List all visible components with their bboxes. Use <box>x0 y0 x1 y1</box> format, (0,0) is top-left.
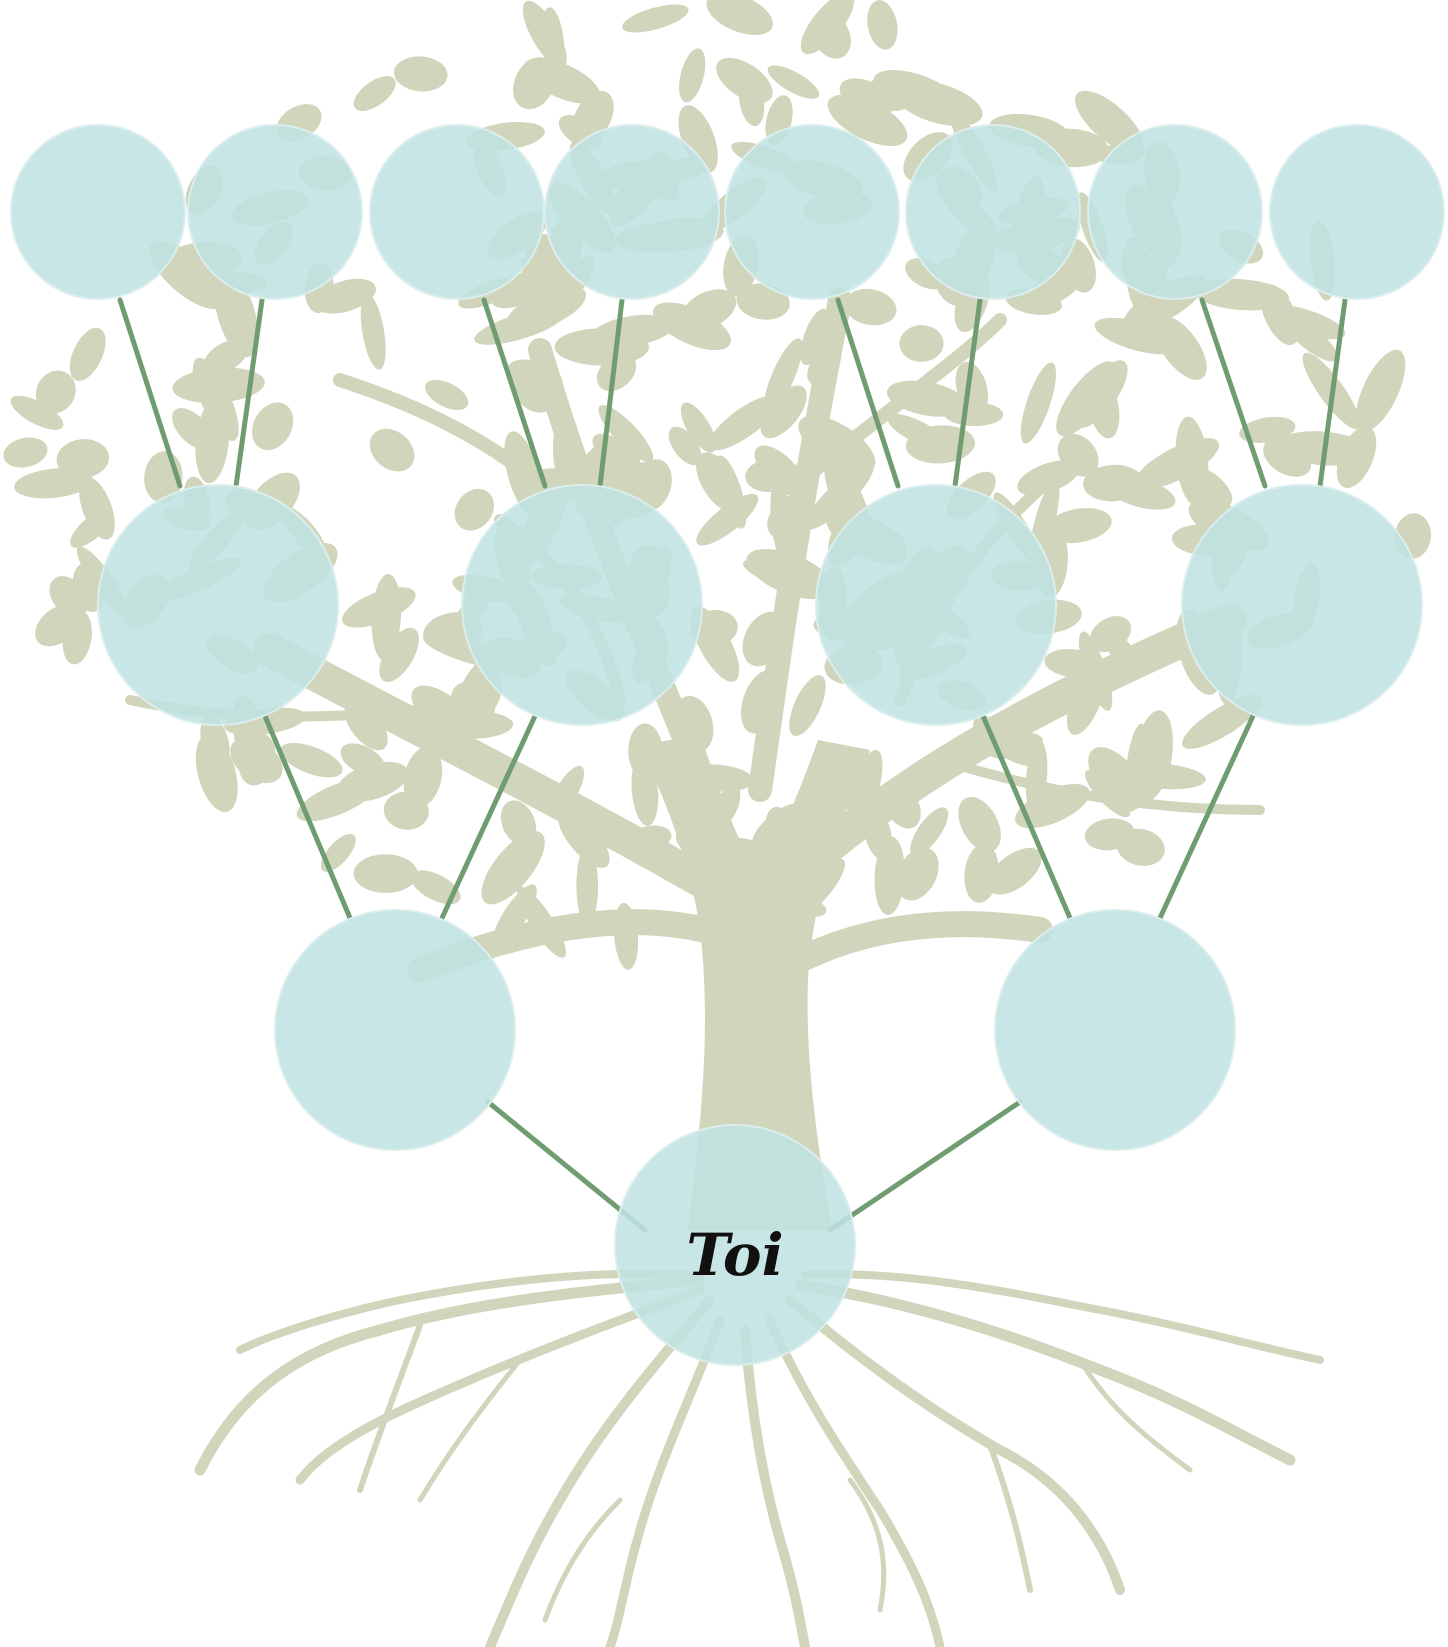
grandparent-circle[interactable] <box>1182 485 1422 725</box>
leaf-shape <box>353 854 417 893</box>
great-grandparent-circle[interactable] <box>188 125 362 299</box>
great-grandparent-circle[interactable] <box>906 125 1080 299</box>
grandparent-circle[interactable] <box>98 485 338 725</box>
grandparent-circle[interactable] <box>462 485 702 725</box>
parent-circle[interactable] <box>995 910 1235 1150</box>
leaf-shape <box>899 325 944 362</box>
branch-right-low <box>800 924 1040 960</box>
leaf-shape <box>700 0 779 44</box>
center-label: Toi <box>686 1221 783 1289</box>
leaf-shape <box>619 0 691 38</box>
leaf-shape <box>361 420 423 480</box>
root-line <box>1080 1360 1190 1470</box>
leaf-shape <box>0 433 50 471</box>
leaf-shape <box>244 395 302 457</box>
great-grandparent-circle[interactable] <box>1088 125 1262 299</box>
leaf-shape <box>674 46 710 105</box>
root-line <box>610 1320 720 1647</box>
root-line <box>200 1280 700 1470</box>
root-line <box>850 1480 884 1610</box>
root-line <box>805 1274 1320 1360</box>
great-grandparent-circle[interactable] <box>370 125 544 299</box>
great-grandparent-circle[interactable] <box>725 125 899 299</box>
leaf-shape <box>348 69 402 117</box>
great-grandparent-circle[interactable] <box>545 125 719 299</box>
connector-line <box>830 1102 1020 1230</box>
leaf-shape <box>763 59 823 105</box>
leaf-shape <box>863 0 901 52</box>
great-grandparent-circle[interactable] <box>1270 125 1444 299</box>
leaf-shape <box>944 401 1004 427</box>
root-line <box>545 1500 620 1620</box>
parent-circle[interactable] <box>275 910 515 1150</box>
leaf-shape <box>1014 359 1063 447</box>
leaf-shape <box>276 736 347 784</box>
leaf-shape <box>393 54 449 93</box>
leaf-shape <box>782 670 833 741</box>
grandparent-circle[interactable] <box>816 485 1056 725</box>
connector-line <box>120 300 180 486</box>
connector-line <box>1160 716 1253 918</box>
great-grandparent-circle[interactable] <box>11 125 185 299</box>
root-line <box>490 1300 710 1647</box>
